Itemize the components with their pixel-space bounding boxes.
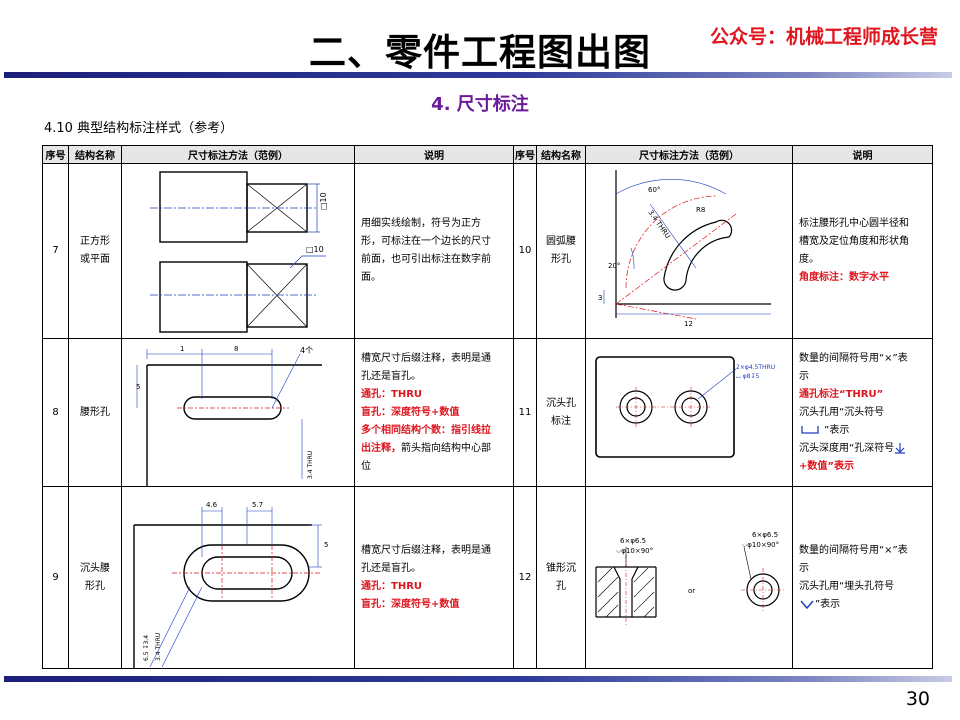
dim-label: □10 (319, 192, 328, 210)
dim-label: 6×φ6.5 (620, 537, 646, 545)
description: 数量的间隔符号用“×”表 示 沉头孔用“埋头孔符号 ”表示 (792, 486, 933, 669)
dim-label: 8 (234, 345, 238, 353)
dim-label: ⌵φ10×90° (742, 541, 779, 549)
example-drawing-countersink: 6×φ6.5 ⌵φ10×90° or 6×φ6.5 ⌵φ10×90° (585, 486, 793, 669)
brand-label: 公众号：机械工程师成长营 (709, 26, 938, 48)
dim-label: 4个 (300, 346, 313, 355)
row-number: 11 (513, 338, 537, 487)
page-number: 30 (905, 688, 930, 710)
description: 用细实线绘制，符号为正方 形，可标注在一个边长的尺寸 前面，也可引出标注在数字前… (354, 163, 514, 339)
dimension-table: 序号 结构名称 尺寸标注方法（范例） 说明 序号 结构名称 尺寸标注方法（范例）… (42, 145, 933, 669)
header-cell: 序号 (513, 145, 537, 164)
table-header-row: 序号 结构名称 尺寸标注方法（范例） 说明 序号 结构名称 尺寸标注方法（范例）… (42, 145, 933, 164)
page-title: 二、零件工程图出图 (309, 31, 651, 74)
dim-label: 20° (608, 262, 620, 270)
row-number: 8 (42, 338, 69, 487)
structure-name: 腰形孔 (68, 338, 122, 487)
dim-label: □10 (306, 245, 324, 254)
dim-label: 4.6 (206, 501, 218, 509)
header-cell: 序号 (42, 145, 69, 164)
row-number: 7 (42, 163, 69, 339)
countersink-symbol-icon (800, 600, 814, 609)
structure-name: 沉头腰 形孔 (68, 486, 122, 669)
dim-label: 1 (180, 345, 184, 353)
top-divider (4, 72, 952, 78)
bottom-divider (4, 676, 952, 682)
or-label: or (688, 587, 695, 595)
row-number: 9 (42, 486, 69, 669)
structure-name: 正方形 或平面 (68, 163, 122, 339)
table-row: 9 沉头腰 形孔 (42, 486, 933, 669)
section-heading: 4.10 典型结构标注样式（参考） (44, 121, 234, 136)
row-number: 12 (513, 486, 537, 669)
dim-label: ⌴ φ8↧5 (736, 373, 760, 380)
header-cell: 说明 (792, 145, 933, 164)
description: 槽宽尺寸后缀注释，表明是通 孔还是盲孔。 通孔：THRU 盲孔：深度符号+数值 (354, 486, 514, 669)
description: 槽宽尺寸后缀注释，表明是通 孔还是盲孔。 通孔：THRU 盲孔：深度符号+数值 … (354, 338, 514, 487)
row-number: 10 (513, 163, 537, 339)
dim-label: 5 (324, 541, 328, 549)
example-drawing-arc-slot: 60° R8 3.4 THRU 20° 3 12 (585, 163, 793, 339)
table-row: 7 正方形 或平面 (42, 163, 933, 339)
table-row: 8 腰形孔 (42, 338, 933, 487)
dim-label: 5 (136, 383, 140, 391)
example-drawing-counterbore: 2×φ4.5THRU ⌴ φ8↧5 (585, 338, 793, 487)
header-cell: 结构名称 (536, 145, 586, 164)
counterbore-symbol-icon (801, 425, 819, 434)
structure-name: 沉头孔 标注 (536, 338, 586, 487)
dim-label: ⌵φ10×90° (616, 547, 653, 555)
structure-name: 圆弧腰 形孔 (536, 163, 586, 339)
dim-label: 60° (648, 186, 660, 194)
dim-label: 3.4 THRU (155, 633, 162, 661)
dim-label: 3.4 THRU (307, 451, 314, 479)
dim-label: 3.4 THRU (646, 209, 671, 241)
example-drawing-square: □10 □10 (121, 163, 355, 339)
dim-label: 6×φ6.5 (752, 531, 778, 539)
subtitle: 4. 尺寸标注 (431, 94, 529, 115)
dim-label: 5.7 (252, 501, 263, 509)
dim-label: 3 (598, 294, 602, 302)
description: 数量的间隔符号用“×”表 示 通孔标注“THRU” 沉头孔用“沉头符号 ”表示 … (792, 338, 933, 487)
header-cell: 说明 (354, 145, 514, 164)
depth-symbol-icon (895, 442, 906, 454)
dim-label: R8 (696, 206, 705, 214)
header-cell: 尺寸标注方法（范例） (585, 145, 793, 164)
structure-name: 锥形沉 孔 (536, 486, 586, 669)
header-cell: 尺寸标注方法（范例） (121, 145, 355, 164)
dim-label: 12 (684, 320, 693, 328)
example-drawing-counterbored-slot: 4.6 5.7 5 6.5 ↧3.4 3.4 THRU (121, 486, 355, 669)
dim-label: 6.5 ↧3.4 (143, 635, 150, 661)
header-cell: 结构名称 (68, 145, 122, 164)
example-drawing-slot: 1 8 4个 5 3.4 THRU (121, 338, 355, 487)
description: 标注腰形孔中心圆半径和 槽宽及定位角度和形状角 度。 角度标注：数字水平 (792, 163, 933, 339)
dim-label: 2×φ4.5THRU (736, 364, 775, 371)
